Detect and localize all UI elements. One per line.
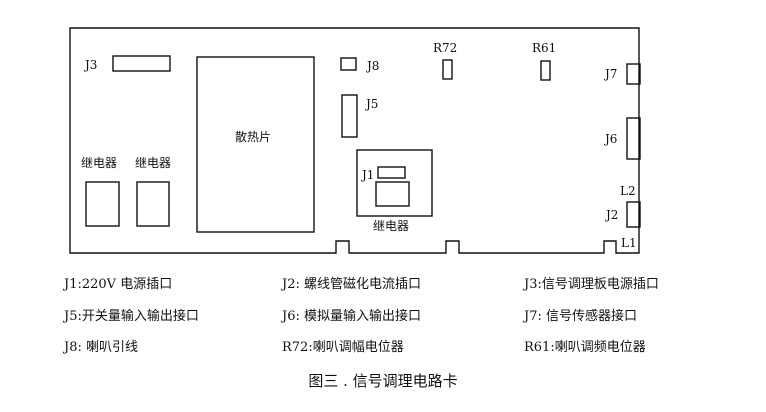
j2-connector <box>626 201 641 228</box>
l2-label: L2 <box>620 184 636 198</box>
r72-potentiometer <box>442 59 453 80</box>
j2-label: J2 <box>604 208 618 222</box>
heatsink <box>196 56 315 233</box>
legend-j5: J5:开关量输入输出接口 <box>64 309 199 324</box>
j3-connector <box>112 55 171 72</box>
legend-j6: J6: 模拟量输入输出接口 <box>282 309 421 324</box>
j3-label: J3 <box>83 58 97 72</box>
j6-connector <box>626 117 641 160</box>
relay-right-label: 继电器 <box>135 156 171 170</box>
j1-label: J1 <box>360 168 374 182</box>
j1-relay <box>375 181 410 207</box>
l1-label: L1 <box>621 236 637 250</box>
legend-j2: J2: 螺线管磁化电流插口 <box>282 277 421 292</box>
relay-center-label: 继电器 <box>373 219 409 233</box>
relay-left-label: 继电器 <box>81 156 117 170</box>
legend-j3: J3:信号调理板电源插口 <box>524 277 659 292</box>
legend-j8: J8: 喇叭引线 <box>64 340 138 355</box>
legend-r72: R72:喇叭调幅电位器 <box>282 340 404 355</box>
j1-connector <box>377 166 406 179</box>
relay-right-box <box>136 181 170 227</box>
figure-caption: 图三 . 信号调理电路卡 <box>308 372 458 390</box>
j1-module <box>356 149 433 217</box>
j5-connector <box>341 94 358 138</box>
r61-label: R61 <box>532 41 556 55</box>
heatsink-label: 散热片 <box>235 129 271 144</box>
legend-j1: J1:220V 电源插口 <box>64 277 173 292</box>
r72-label: R72 <box>433 41 457 55</box>
relay-left-box <box>85 181 120 227</box>
j8-connector <box>340 57 357 71</box>
j7-label: J7 <box>603 67 617 81</box>
r61-potentiometer <box>540 60 551 81</box>
j8-label: J8 <box>365 59 379 73</box>
legend-r61: R61:喇叭调频电位器 <box>524 340 646 355</box>
legend-j7: J7: 信号传感器接口 <box>524 309 637 324</box>
board-outline <box>69 27 640 254</box>
j5-label: J5 <box>364 97 378 111</box>
j6-label: J6 <box>603 132 617 146</box>
j7-connector <box>626 63 641 85</box>
